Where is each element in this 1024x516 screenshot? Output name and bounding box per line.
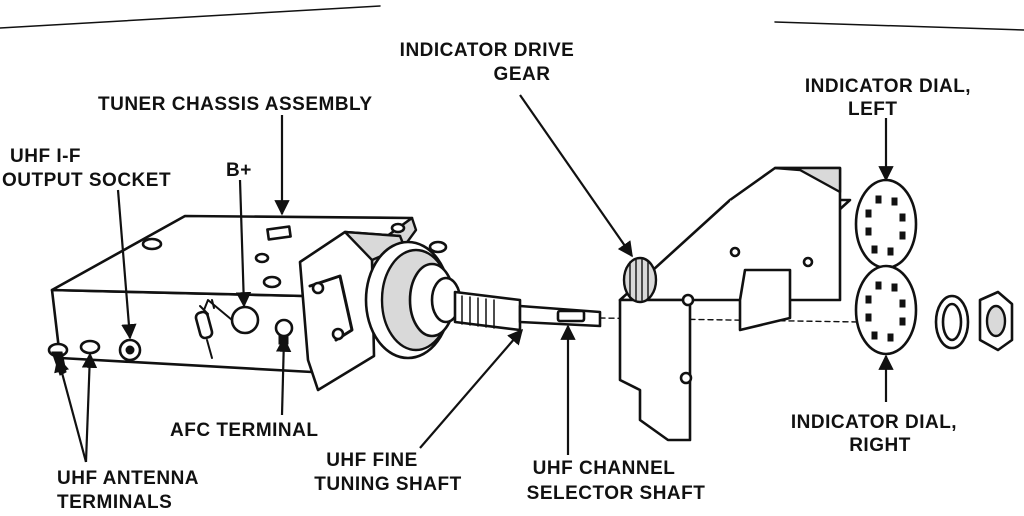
label-uhf-fine-tuning-shaft-line1: UHF FINE <box>326 450 418 471</box>
label-indicator-drive-gear-line1: INDICATOR DRIVE <box>400 40 575 61</box>
scan-edge-lines <box>0 5 1024 31</box>
label-uhf-antenna-terminals-line2: TERMINALS <box>57 492 172 513</box>
label-indicator-dial-left-line2: LEFT <box>848 99 898 120</box>
indicator-dial-right <box>854 264 918 356</box>
label-indicator-dial-right-line2: RIGHT <box>849 435 911 456</box>
washer <box>934 294 970 350</box>
indicator-drive-gear <box>622 256 658 304</box>
tuning-shaft <box>453 290 861 332</box>
fine-tuning-gear-assembly <box>364 240 462 360</box>
label-uhf-if-output-socket-line2: OUTPUT SOCKET <box>2 170 171 191</box>
label-tuner-chassis-assembly: TUNER CHASSIS ASSEMBLY <box>98 94 373 115</box>
label-afc-terminal: AFC TERMINAL <box>170 420 318 441</box>
label-uhf-channel-selector-shaft-line2: SELECTOR SHAFT <box>527 483 706 504</box>
label-indicator-dial-right-line1: INDICATOR DIAL, <box>791 412 957 433</box>
label-indicator-dial-left-line1: INDICATOR DIAL, <box>805 76 971 97</box>
if-output-socket <box>118 338 142 362</box>
label-b-plus: B+ <box>226 160 252 181</box>
label-indicator-drive-gear-line2: GEAR <box>494 64 551 85</box>
label-uhf-antenna-terminals-line1: UHF ANTENNA <box>57 468 199 489</box>
label-uhf-fine-tuning-shaft-line2: TUNING SHAFT <box>314 474 461 495</box>
indicator-dial-left <box>854 178 918 270</box>
dial-bracket <box>618 166 852 442</box>
leader-lines <box>54 94 894 463</box>
hex-nut <box>978 290 1014 352</box>
label-uhf-if-output-socket-line1: UHF I-F <box>10 146 81 167</box>
label-uhf-channel-selector-shaft-line1: UHF CHANNEL <box>533 458 676 479</box>
